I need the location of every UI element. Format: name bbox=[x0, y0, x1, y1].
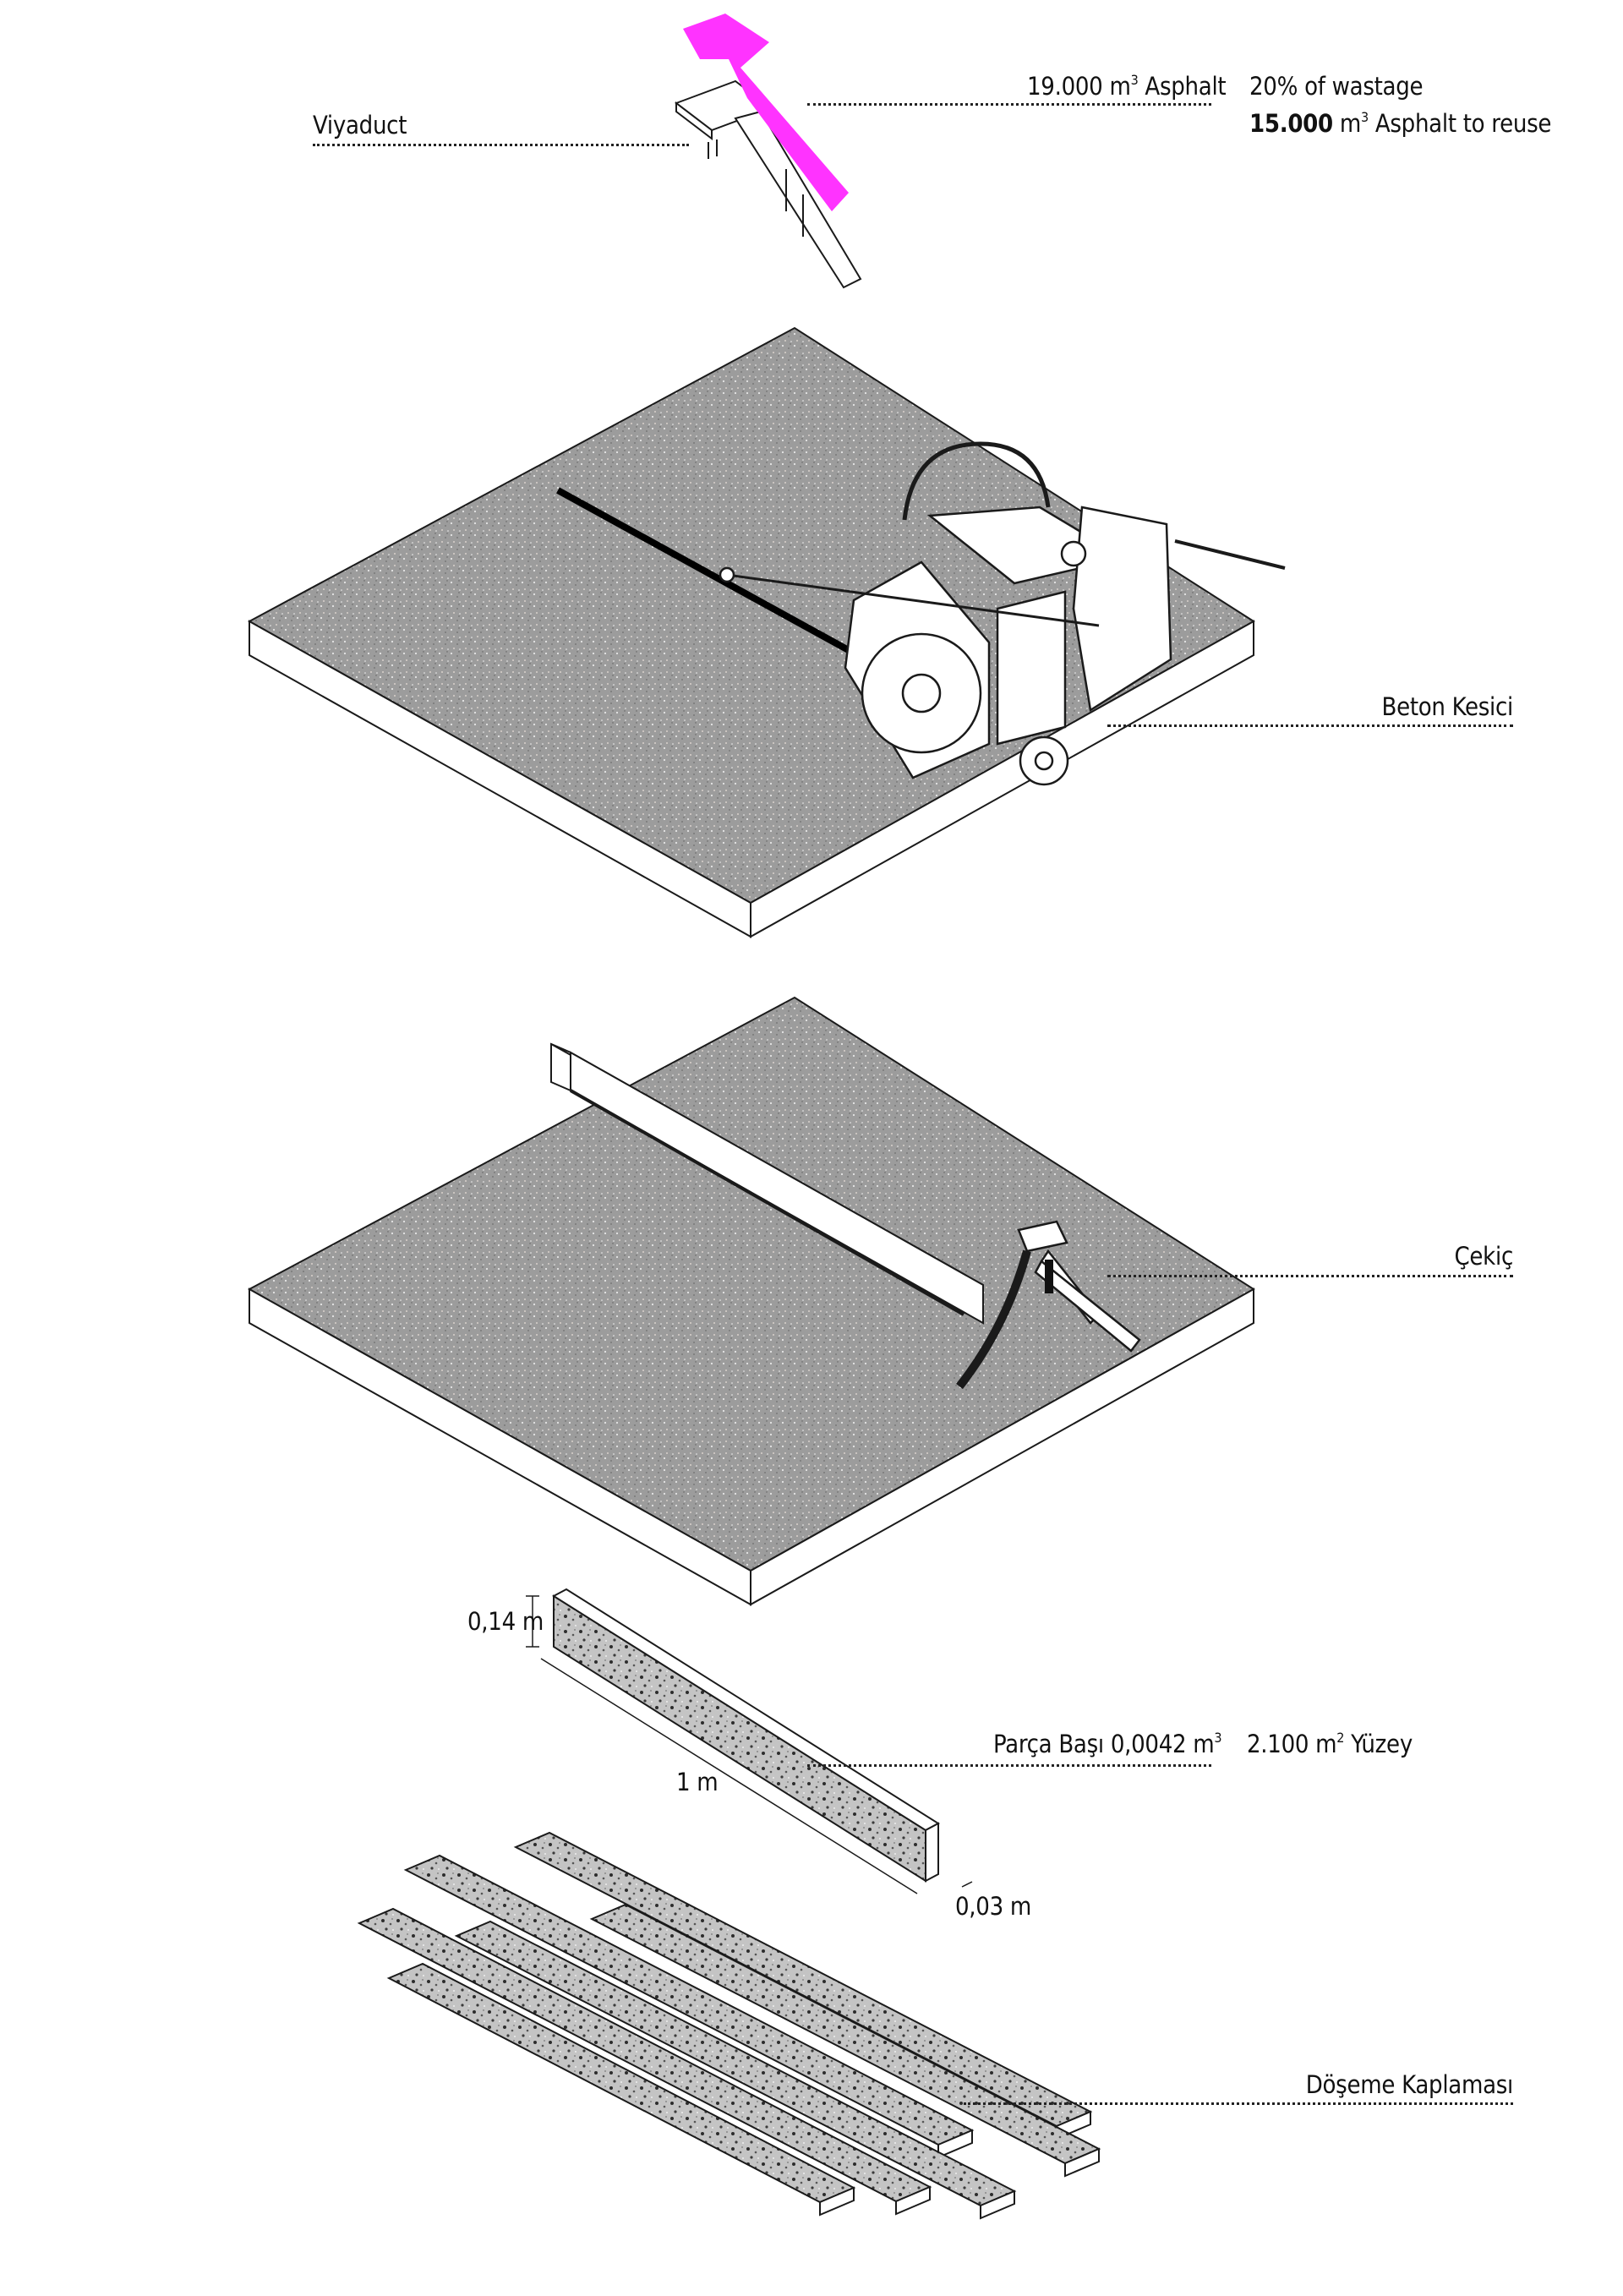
label-length-dim: 1 m bbox=[676, 1768, 719, 1796]
floor-tiles bbox=[357, 1831, 1101, 2220]
label-doseme: Döşeme Kaplaması bbox=[1305, 2070, 1514, 2099]
leader-beton-kesici bbox=[1107, 724, 1513, 727]
asphalt-piece bbox=[552, 1588, 940, 1883]
label-asphalt-volume: 19.000 m3 Asphalt bbox=[1027, 72, 1227, 101]
label-parca-basi: Parça Başı 0,0042 m3 bbox=[993, 1730, 1222, 1758]
concrete-cutter-illustration bbox=[719, 441, 1286, 786]
label-reuse: 15.000 m3 Asphalt to reuse bbox=[1249, 109, 1552, 138]
dimension-marks bbox=[526, 1595, 973, 1894]
label-yuzey: 2.100 m2 Yüzey bbox=[1247, 1730, 1413, 1758]
label-beton-kesici: Beton Kesici bbox=[1381, 692, 1513, 721]
label-viyaduct: Viyaduct bbox=[313, 111, 407, 139]
label-thickness-dim: 0,03 m bbox=[955, 1892, 1031, 1921]
leader-viyaduct bbox=[313, 144, 689, 146]
leader-cekic bbox=[1107, 1275, 1513, 1277]
label-cekic: Çekiç bbox=[1454, 1242, 1514, 1271]
leader-doseme bbox=[964, 2102, 1513, 2105]
asphalt-slab-lower bbox=[247, 996, 1255, 1606]
label-height-dim: 0,14 m bbox=[467, 1607, 544, 1636]
leader-parca-basi bbox=[807, 1764, 1211, 1767]
viaduct-illustration bbox=[674, 14, 862, 289]
hammer-illustration bbox=[956, 1220, 1141, 1390]
asphalt-slab-upper bbox=[247, 326, 1255, 938]
asphalt-highlight bbox=[683, 14, 849, 211]
label-wastage: 20% of wastage bbox=[1249, 72, 1424, 101]
leader-asphalt bbox=[807, 103, 1211, 106]
